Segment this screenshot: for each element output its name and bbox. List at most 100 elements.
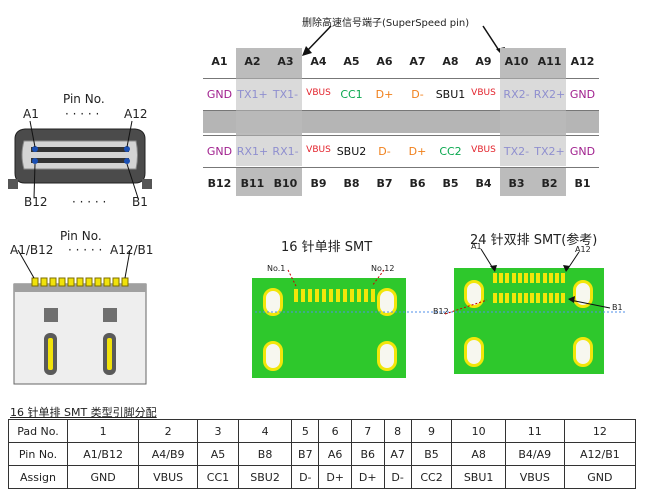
- smt24-bottom-pad: [505, 293, 510, 303]
- bottom-pin-b11: B11: [240, 177, 265, 190]
- bottom-signal-7: CC2: [439, 145, 462, 158]
- table-cell: B4/A9: [504, 442, 565, 466]
- table-cell: SBU1: [451, 465, 506, 489]
- top-pin-a2: A2: [244, 55, 261, 68]
- top-pin-a12: A12: [570, 55, 595, 68]
- top-signal-7: SBU1: [435, 88, 466, 101]
- smt24-top-pad: [542, 273, 547, 283]
- bottom-pin-b3: B3: [508, 177, 525, 190]
- shade-a2-a3-over: [236, 78, 302, 166]
- smt24-hole-3: [464, 337, 484, 367]
- bottom-signal-10: TX2+: [534, 145, 565, 158]
- smt24-bottom-pad: [517, 293, 522, 303]
- superspeed-note: 删除高速信号端子(SuperSpeed pin): [302, 18, 470, 29]
- smt24-hole-1: [464, 280, 484, 308]
- smt24-bottom-pad: [536, 293, 541, 303]
- top-signal-5: D+: [375, 88, 394, 101]
- pin-no-label-bottom: Pin No.: [60, 229, 102, 243]
- bottom-pin-b1: B1: [574, 177, 591, 190]
- top-signal-11: GND: [569, 88, 596, 101]
- smt16-title: 16 针单排 SMT: [281, 240, 373, 255]
- smt24-top-pad: [493, 273, 497, 283]
- table-cell: D+: [318, 465, 352, 489]
- smt16-pad: [315, 289, 319, 302]
- bottom-signal-2: RX1-: [272, 145, 299, 158]
- top-pin-a4: A4: [310, 55, 327, 68]
- table-cell: A12/B1: [563, 442, 637, 466]
- smt24-bottom-pad: [493, 293, 497, 303]
- label-b1: B1: [132, 195, 148, 209]
- table-cell: B5: [410, 442, 453, 466]
- table-cell: 6: [318, 419, 352, 443]
- table-cell: 8: [383, 419, 412, 443]
- table-cell: Pad No.: [8, 419, 68, 443]
- smt16-hole-1: [263, 288, 283, 316]
- smt24-top-pad: [555, 273, 559, 283]
- table-cell: A6: [318, 442, 352, 466]
- table-cell: VBUS: [138, 465, 199, 489]
- smt24-a12: A12: [575, 245, 591, 254]
- smt24-top-pad: [524, 273, 528, 283]
- smt16-pad: [322, 289, 326, 302]
- smt16-pad: [308, 289, 312, 302]
- top-signal-9: RX2-: [503, 88, 530, 101]
- smt24-b1: B1: [612, 303, 623, 312]
- table-cell: Pin No.: [8, 442, 68, 466]
- label-dots-1: · · · · ·: [65, 107, 100, 121]
- top-pin-a10: A10: [504, 55, 529, 68]
- label-a12: A12: [124, 107, 148, 121]
- top-pin-a3: A3: [277, 55, 294, 68]
- smt16-pad: [329, 289, 333, 302]
- table-cell: GND: [563, 465, 637, 489]
- smt24-top-pad: [561, 273, 566, 283]
- smt24-hole-4: [573, 337, 593, 367]
- smt24-top-pad: [499, 273, 504, 283]
- table-cell: 12: [563, 419, 637, 443]
- top-signal-3: VBUS: [306, 88, 331, 98]
- smt24-bottom-pad: [499, 293, 504, 303]
- bottom-pin-b8: B8: [343, 177, 360, 190]
- table-cell: 4: [237, 419, 293, 443]
- shade-a10-a11-over: [500, 78, 566, 166]
- smt24-top-pad: [530, 273, 535, 283]
- table-caption: 16 针单排 SMT 类型引脚分配: [10, 406, 157, 419]
- top-pin-a5: A5: [343, 55, 360, 68]
- bottom-signal-4: SBU2: [336, 145, 367, 158]
- smt16-pad: [343, 289, 347, 302]
- table-cell: 3: [197, 419, 239, 443]
- table-cell: CC1: [197, 465, 239, 489]
- top-pin-a7: A7: [409, 55, 426, 68]
- top-signal-0: GND: [206, 88, 233, 101]
- smt16-hole-2: [377, 288, 397, 316]
- table-cell: B7: [291, 442, 320, 466]
- smt24-top-pad: [548, 273, 553, 283]
- smt16-pad: [294, 289, 298, 302]
- label-dots-3: · · · · ·: [68, 243, 103, 257]
- table-cell: A8: [451, 442, 506, 466]
- table-cell: 11: [504, 419, 565, 443]
- type-c-side-view: [13, 250, 147, 385]
- top-signal-10: RX2+: [533, 88, 566, 101]
- label-a1: A1: [23, 107, 39, 121]
- smt16-pad: [357, 289, 361, 302]
- bottom-pin-b5: B5: [442, 177, 459, 190]
- bottom-signal-3: VBUS: [306, 145, 331, 155]
- table-cell: A1/B12: [66, 442, 140, 466]
- smt16-no1: No.1: [267, 264, 286, 273]
- bottom-signal-5: D-: [378, 145, 391, 158]
- table-cell: GND: [66, 465, 140, 489]
- smt16-pad: [350, 289, 354, 302]
- bottom-signal-8: VBUS: [471, 145, 496, 155]
- top-pin-a9: A9: [475, 55, 492, 68]
- top-signal-1: TX1+: [237, 88, 268, 101]
- smt24-hole-2: [573, 280, 593, 308]
- smt24-top-pad: [505, 273, 510, 283]
- table-cell: D-: [291, 465, 320, 489]
- smt24-title: 24 针双排 SMT(参考): [470, 233, 598, 248]
- top-signal-4: CC1: [340, 88, 363, 101]
- bottom-pin-b2: B2: [541, 177, 558, 190]
- smt24-bottom-pad: [530, 293, 535, 303]
